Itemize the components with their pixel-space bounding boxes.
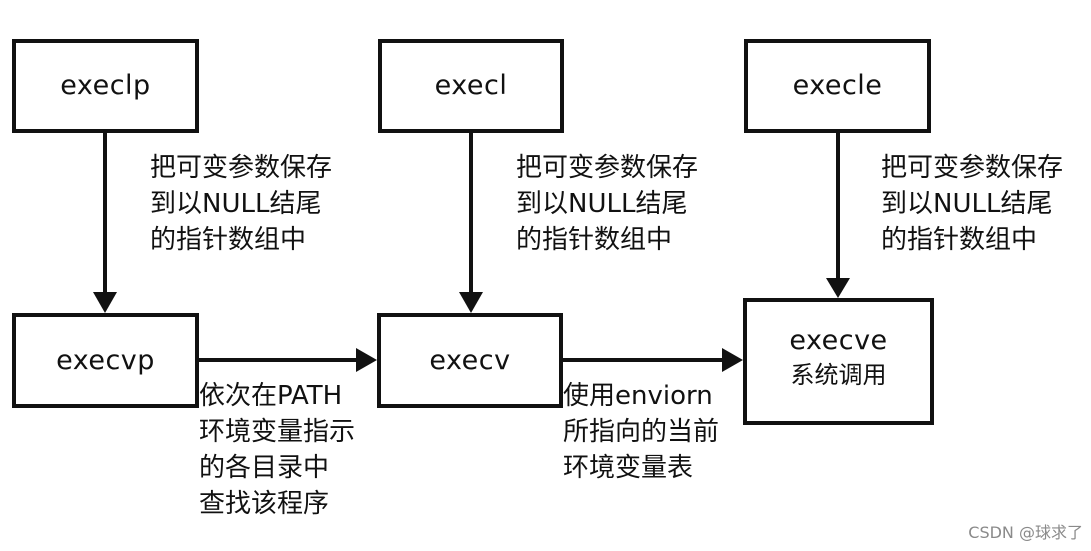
execl-label: execl bbox=[434, 70, 508, 101]
execvp-box: execvp bbox=[12, 313, 199, 408]
execl-box: execl bbox=[378, 39, 564, 133]
arrowhead-execv-to-execve bbox=[722, 348, 743, 372]
watermark: CSDN @球求了 bbox=[968, 523, 1083, 542]
execv-label: execv bbox=[429, 344, 511, 376]
execle-label: execle bbox=[792, 70, 883, 101]
execve-label: execve bbox=[789, 325, 888, 356]
execv-box: execv bbox=[377, 313, 563, 408]
execlp-box: execlp bbox=[12, 39, 199, 133]
execlp-label: execlp bbox=[60, 70, 151, 101]
arrowhead-execl-to-execv bbox=[459, 292, 483, 313]
arrowhead-execvp-to-execv bbox=[356, 348, 377, 372]
execve-sublabel: 系统调用 bbox=[790, 361, 887, 389]
note-execv-to-execve: 使用enviorn 所指向的当前 环境变量表 bbox=[563, 381, 720, 483]
arrowhead-execle-to-execve bbox=[826, 278, 850, 298]
execle-box: execle bbox=[744, 39, 931, 133]
execve-box: execve 系统调用 bbox=[743, 298, 934, 425]
arrowhead-execlp-to-execvp bbox=[93, 292, 117, 313]
execvp-label: execvp bbox=[56, 344, 155, 376]
note-execlp-to-execvp: 把可变参数保存 到以NULL结尾 的指针数组中 bbox=[150, 153, 333, 255]
note-execle-to-execve: 把可变参数保存 到以NULL结尾 的指针数组中 bbox=[881, 153, 1064, 255]
note-execvp-to-execv: 依次在PATH 环境变量指示 的各目录中 查找该程序 bbox=[199, 381, 356, 519]
note-execl-to-execv: 把可变参数保存 到以NULL结尾 的指针数组中 bbox=[516, 153, 699, 255]
